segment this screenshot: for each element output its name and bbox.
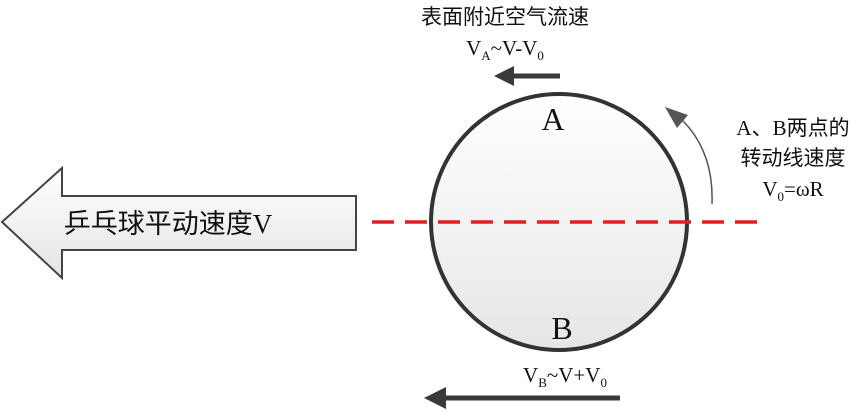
bottom-flow-arrow	[424, 387, 620, 409]
translation-velocity-arrow: 乒乓球平动速度V	[0, 165, 357, 281]
top-label-formula: VA~V-V0	[466, 36, 544, 63]
bottom-label-rest-sub: 0	[600, 375, 607, 390]
right-label-v: V	[762, 177, 777, 201]
top-label-rest-sub: 0	[537, 48, 544, 63]
rotation-arrow	[679, 117, 713, 205]
bottom-label-rest: ~V+V	[547, 363, 601, 387]
top-flow-arrow	[494, 66, 560, 86]
bottom-label-v-sub: B	[538, 375, 547, 390]
translation-velocity-label: 乒乓球平动速度V	[64, 209, 273, 239]
point-b-label: B	[551, 310, 572, 346]
bottom-label-formula: VB~V+V0	[523, 363, 607, 390]
top-label-rest: ~V-V	[491, 36, 538, 60]
top-label-v-sub: A	[481, 48, 491, 63]
right-label-formula: V0=ωR	[762, 177, 823, 204]
right-label-v-sub: 0	[777, 189, 784, 204]
rotation-arrow-head	[665, 107, 688, 128]
top-label-line1: 表面附近空气流速	[421, 5, 589, 29]
right-label-line2: 转动线速度	[741, 146, 846, 170]
right-label-line1: A、B两点的	[736, 116, 849, 140]
point-a-label: A	[541, 101, 564, 137]
top-label-v: V	[466, 36, 481, 60]
bottom-label-v: V	[523, 363, 538, 387]
right-label-rest: =ωR	[784, 177, 824, 201]
